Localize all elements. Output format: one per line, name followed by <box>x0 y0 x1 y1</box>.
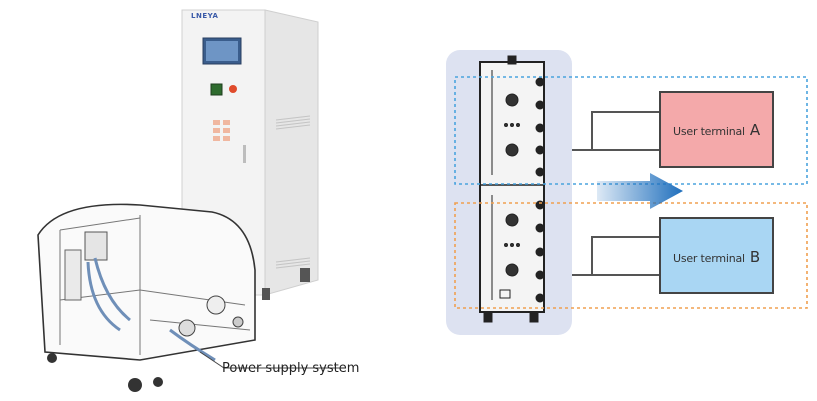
flow-arrow-icon <box>597 173 683 209</box>
terminal-b-name: User terminal <box>672 252 745 265</box>
power-connector <box>178 319 196 337</box>
distribution-diagram <box>440 0 817 401</box>
electrical-box <box>84 231 108 261</box>
callout-leader <box>199 351 225 369</box>
brand-logo: LNEYA <box>191 12 219 20</box>
emergency-stop <box>229 85 237 93</box>
terminal-a-letter: A <box>749 121 760 139</box>
caster <box>300 268 310 282</box>
power-switch <box>210 83 223 96</box>
unit-schematic <box>479 55 545 323</box>
pipe-lines-b <box>572 236 660 276</box>
terminal-a-name: User terminal <box>673 125 745 138</box>
cabinet-illustration <box>37 9 345 392</box>
cutaway-frame <box>59 215 251 355</box>
power-supply-label: Power supply system <box>222 361 360 376</box>
terminal-b-box <box>659 217 774 294</box>
side-vents <box>275 115 311 269</box>
keypad <box>213 120 230 141</box>
door-handle <box>243 145 246 163</box>
power-cables <box>86 257 216 362</box>
terminal-b-letter: B <box>749 248 760 266</box>
terminal-b-label: User terminal B <box>660 248 773 266</box>
group-a-boundary <box>454 76 808 185</box>
group-b-boundary <box>454 202 808 309</box>
equipment-figure <box>0 0 400 401</box>
terminal-a-label: User terminal A <box>660 121 773 139</box>
base-wheels <box>47 353 163 392</box>
terminal-a-box <box>659 91 774 168</box>
cabinet-side <box>264 9 319 296</box>
pipe-lines-a <box>572 111 660 151</box>
